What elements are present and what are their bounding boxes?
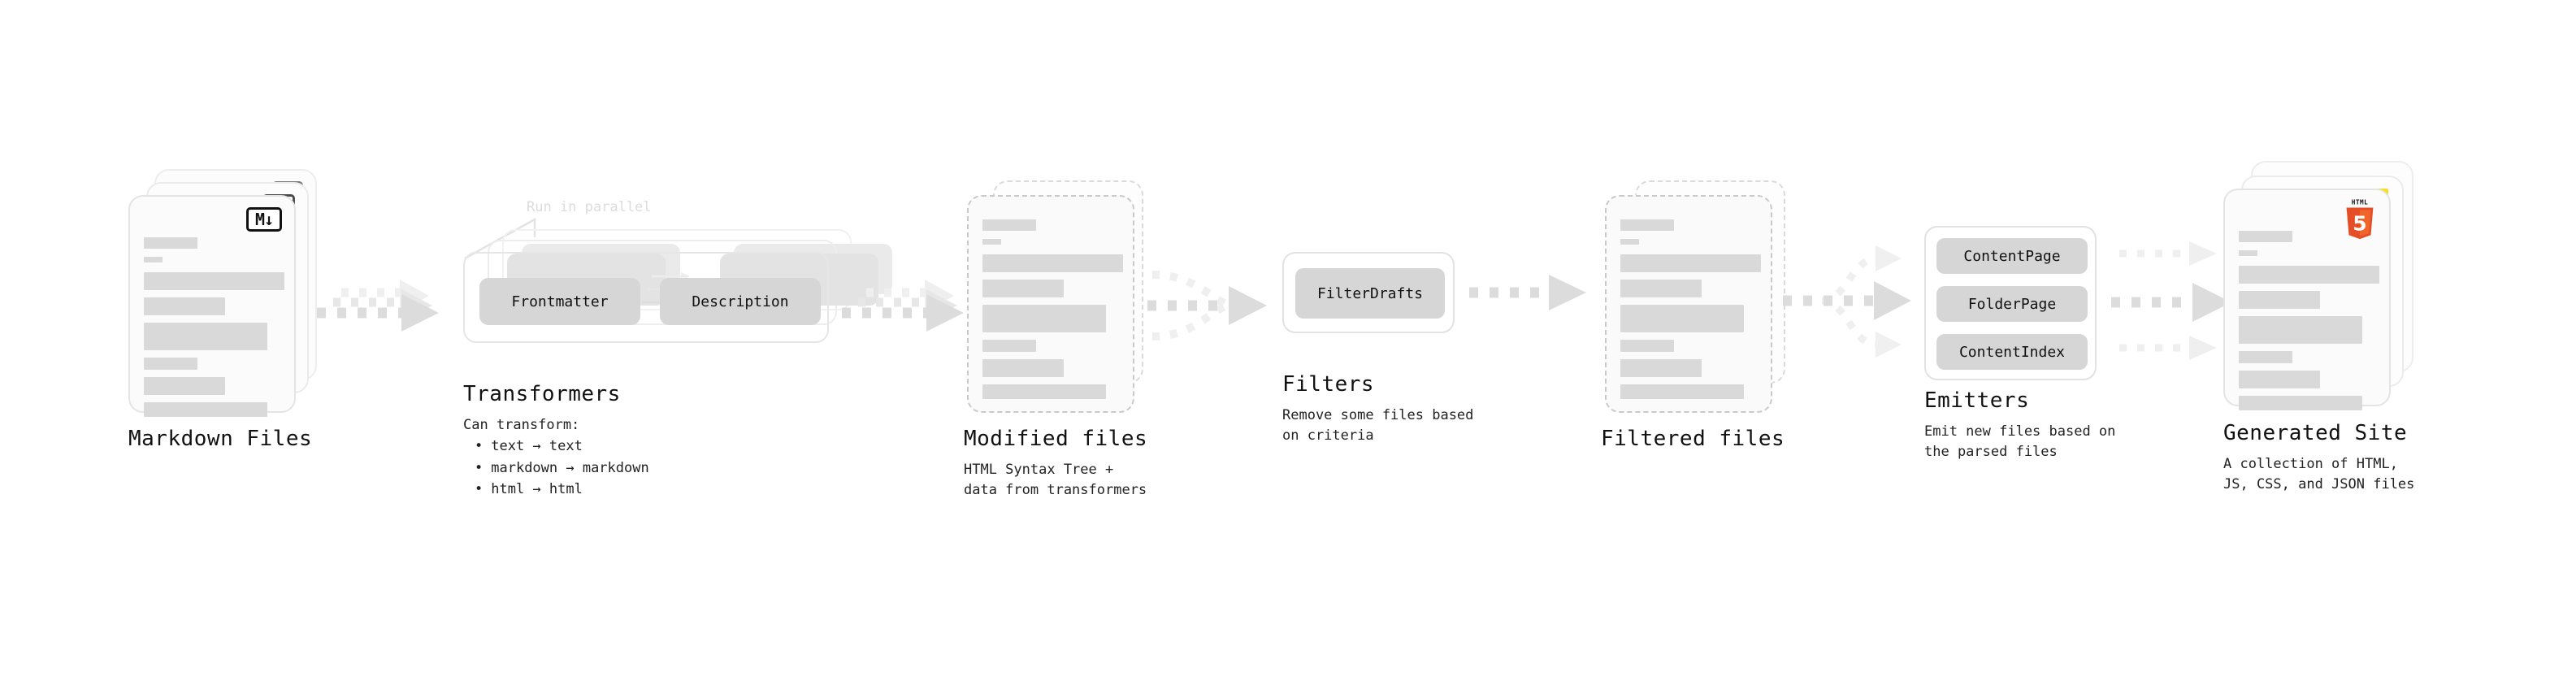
- transform-list: Can transform: text → text markdown → ma…: [463, 414, 649, 500]
- connector-modified-to-filters: [1147, 271, 1267, 340]
- filter-node-filterdrafts: FilterDrafts: [1295, 268, 1445, 319]
- transform-item: html → html: [475, 479, 649, 500]
- doc-bar: [144, 257, 163, 262]
- doc-bar: [982, 359, 1065, 377]
- doc-content-bars: [144, 237, 284, 417]
- doc-bar: [144, 377, 226, 395]
- doc-bar: [982, 239, 1001, 245]
- run-in-parallel-leader: [464, 217, 536, 260]
- generated-site-caption: Generated Site A collection of HTML, JS,…: [2223, 421, 2414, 494]
- doc-bar: [982, 340, 1036, 352]
- filtered-files-caption: Filtered files: [1601, 427, 1785, 451]
- connector-emitters-to-site: [2111, 241, 2231, 360]
- doc-bar: [144, 402, 268, 417]
- stage-subtitle: Emit new files based on the parsed files: [1924, 423, 2116, 460]
- markdown-files-caption: Markdown Files: [128, 427, 312, 451]
- stage-title: Transformers: [463, 382, 621, 406]
- transformer-node-description: Description: [660, 278, 821, 325]
- doc-bar: [2239, 396, 2363, 410]
- stage-subtitle: Remove some files based on criteria: [1282, 407, 1474, 444]
- doc-bar: [2239, 316, 2363, 344]
- doc-bar: [982, 254, 1123, 272]
- transformer-node-frontmatter: Frontmatter: [479, 278, 640, 325]
- doc-content-bars: [982, 219, 1123, 399]
- doc-bar: [144, 358, 197, 370]
- doc-bar: [2239, 231, 2292, 242]
- connector-transformers-to-modified: [842, 280, 964, 332]
- doc-bar: [144, 237, 197, 249]
- stage-subtitle: A collection of HTML, JS, CSS, and JSON …: [2223, 456, 2415, 492]
- connector-filtered-to-emitters: [1783, 245, 1911, 358]
- connector-md-to-transformers: [317, 280, 439, 332]
- markdown-doc-front: M↓: [128, 195, 296, 417]
- stage-subtitle: HTML Syntax Tree + data from transformer…: [964, 462, 1147, 498]
- doc-bar: [144, 323, 268, 350]
- doc-bar: [1620, 280, 1702, 297]
- transformers-box: [463, 252, 829, 343]
- modified-doc-front: [967, 195, 1134, 413]
- emitters-caption: Emitters Emit new files based on the par…: [1924, 388, 2115, 462]
- doc-bar: [982, 219, 1036, 231]
- connector-filters-to-filtered: [1469, 275, 1586, 310]
- doc-content-bars: [1620, 219, 1761, 399]
- doc-bar: [2239, 250, 2257, 256]
- html5-badge-icon: HTML 5: [2346, 199, 2374, 240]
- markdown-badge-icon: M↓: [246, 207, 282, 232]
- doc-bar: [144, 297, 226, 315]
- doc-bar: [2239, 371, 2321, 388]
- doc-bar: [1620, 239, 1639, 245]
- doc-bar: [982, 280, 1065, 297]
- doc-bar: [1620, 340, 1674, 352]
- filters-box: FilterDrafts: [1282, 252, 1455, 333]
- doc-bar: [1620, 219, 1674, 231]
- emitter-node-folderpage: FolderPage: [1936, 286, 2088, 322]
- stage-title: Markdown Files: [128, 427, 313, 451]
- stage-title: Filters: [1282, 372, 1375, 397]
- transform-item: text → text: [475, 436, 649, 457]
- doc-bar: [1620, 305, 1745, 332]
- transform-item: markdown → markdown: [475, 458, 648, 479]
- svg-text:5: 5: [2353, 212, 2366, 236]
- svg-text:HTML: HTML: [2352, 199, 2368, 206]
- filters-caption: Filters Remove some files based on crite…: [1282, 372, 1473, 445]
- run-in-parallel-label: Run in parallel: [527, 199, 652, 215]
- site-doc-front: HTML 5: [2223, 189, 2391, 410]
- doc-bar: [2239, 266, 2379, 284]
- emitter-node-contentpage: ContentPage: [1936, 238, 2088, 274]
- stage-title: Emitters: [1924, 388, 2030, 413]
- stage-title: Filtered files: [1601, 427, 1785, 451]
- doc-content-bars: [2239, 231, 2379, 410]
- doc-bar: [1620, 359, 1702, 377]
- filtered-doc-front: [1605, 195, 1772, 413]
- transform-list-lead: Can transform:: [463, 417, 580, 433]
- doc-bar: [2239, 351, 2292, 363]
- doc-bar: [1620, 254, 1761, 272]
- doc-bar: [1620, 384, 1745, 399]
- doc-bar: [144, 272, 284, 290]
- emitters-box: ContentPage FolderPage ContentIndex: [1924, 226, 2097, 380]
- emitter-node-contentindex: ContentIndex: [1936, 334, 2088, 370]
- transformers-caption: Transformers Can transform: text → text …: [463, 382, 649, 500]
- stage-title: Modified files: [964, 427, 1148, 451]
- doc-bar: [2239, 291, 2321, 309]
- modified-files-caption: Modified files HTML Syntax Tree + data f…: [964, 427, 1147, 500]
- doc-bar: [982, 384, 1107, 399]
- doc-bar: [982, 305, 1107, 332]
- stage-title: Generated Site: [2223, 421, 2408, 445]
